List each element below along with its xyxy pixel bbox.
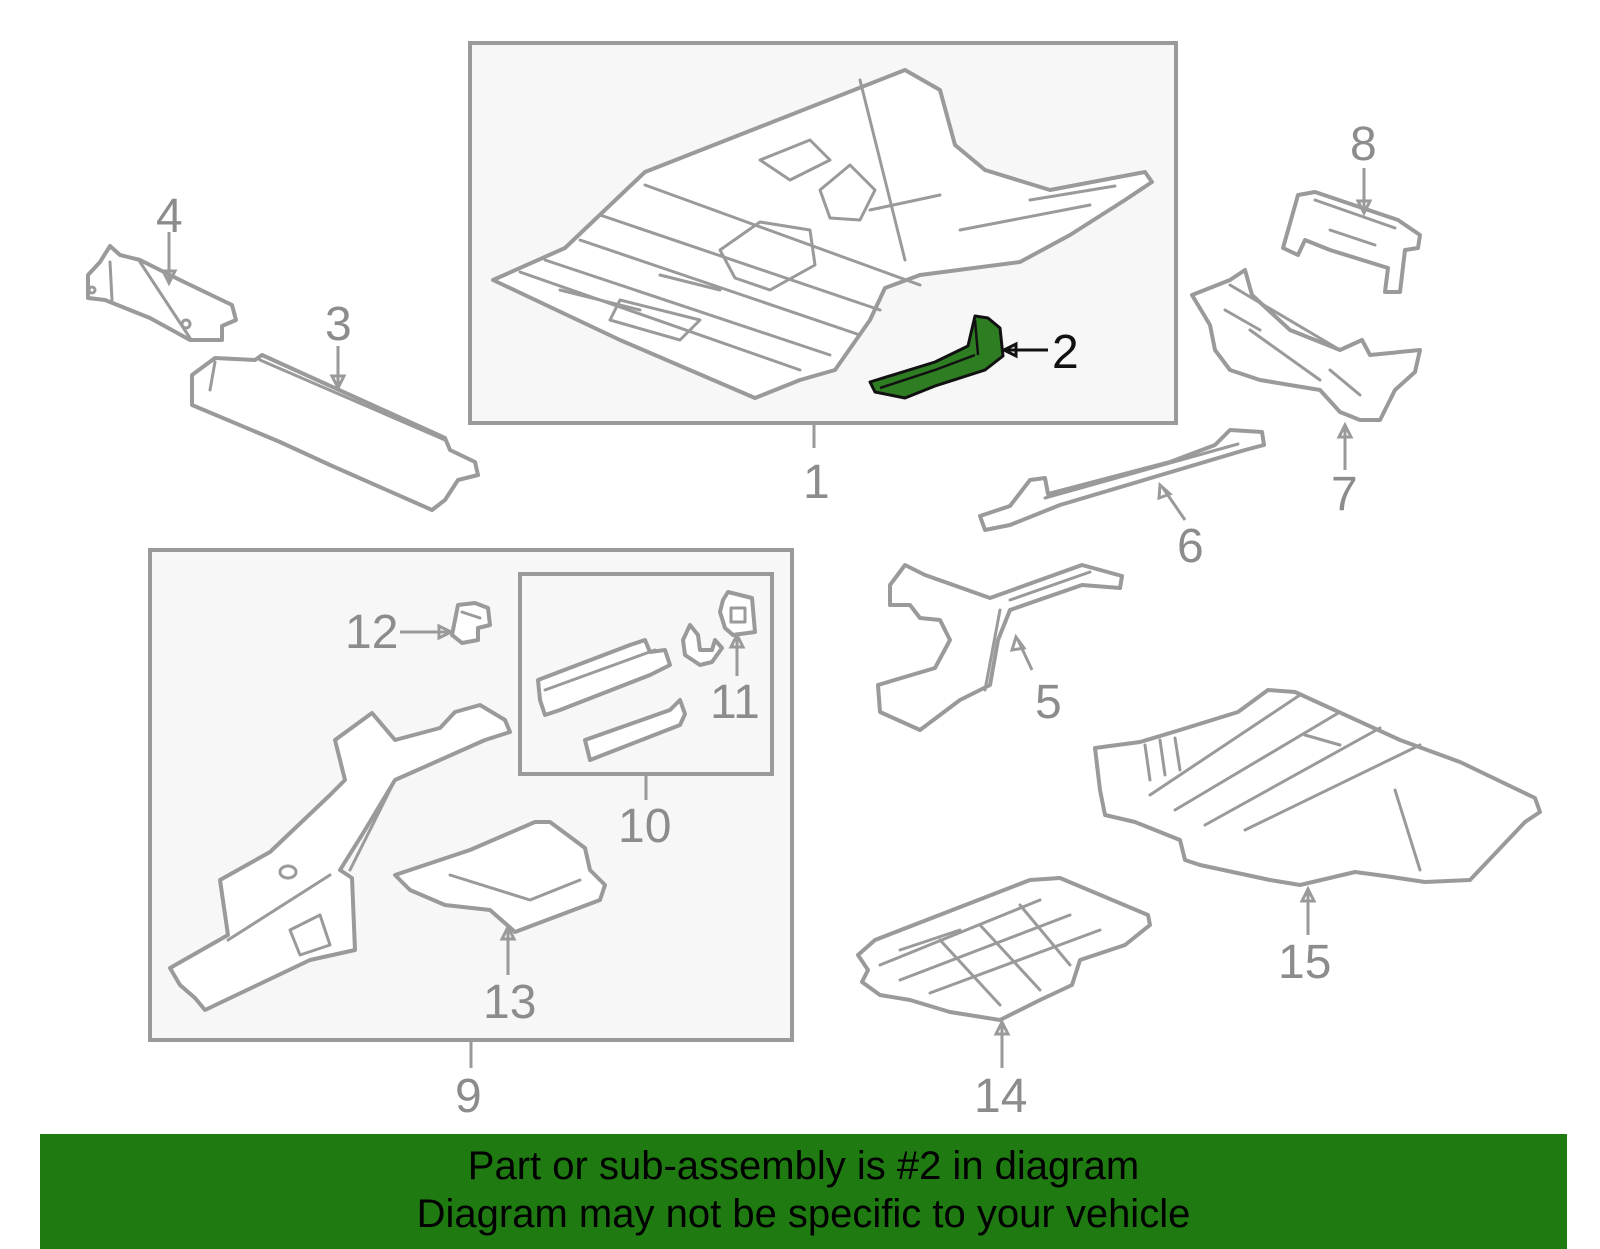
callout-4: 4 (156, 190, 183, 243)
part-4-bracket[interactable] (86, 244, 238, 342)
info-banner: Part or sub-assembly is #2 in diagram Di… (40, 1134, 1567, 1249)
callout-14: 14 (974, 1070, 1027, 1123)
callout-10: 10 (618, 800, 671, 853)
part-15-rear-floor[interactable] (1093, 688, 1542, 887)
callout-8: 8 (1350, 118, 1377, 171)
part-1-floor-pan[interactable] (491, 68, 1154, 400)
part-9-rear-frame[interactable] (168, 703, 512, 1012)
callout-13: 13 (483, 976, 536, 1029)
part-8-bracket[interactable] (1281, 190, 1422, 294)
callout-15: 15 (1278, 936, 1331, 989)
callout-5: 5 (1035, 676, 1062, 729)
callout-12: 12 (345, 606, 398, 659)
callout-1: 1 (803, 456, 830, 509)
part-2-highlighted-bracket[interactable] (868, 314, 1005, 400)
callout-9: 9 (455, 1070, 482, 1123)
banner-line-2: Diagram may not be specific to your vehi… (416, 1192, 1191, 1236)
part-12-tiny-bracket[interactable] (450, 601, 492, 645)
callout-3: 3 (325, 298, 352, 351)
callout-2: 2 (1052, 326, 1079, 379)
callout-7: 7 (1331, 468, 1358, 521)
part-6-thin-rail[interactable] (978, 428, 1266, 532)
callout-6: 6 (1177, 520, 1204, 573)
leader-lines (160, 168, 1373, 1068)
part-7-rear-cross-member[interactable] (1190, 268, 1422, 422)
part-5-frame-rail[interactable] (876, 563, 1124, 732)
part-10-reinforcements[interactable] (536, 638, 687, 762)
part-11-small-bracket[interactable] (681, 590, 757, 667)
part-13-plate[interactable] (393, 820, 607, 934)
part-3-cross-member[interactable] (190, 353, 480, 512)
part-14-floor-panel[interactable] (856, 876, 1152, 1022)
banner-line-1: Part or sub-assembly is #2 in diagram (467, 1144, 1140, 1188)
callout-11: 11 (710, 676, 760, 729)
